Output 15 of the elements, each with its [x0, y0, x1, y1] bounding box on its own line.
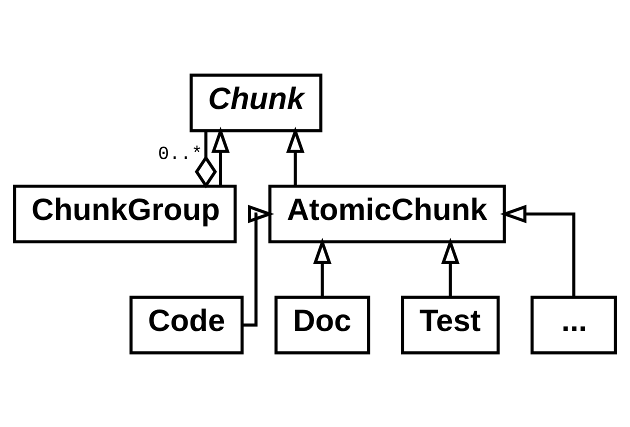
node-box: AtomicChunk	[268, 184, 506, 243]
edge-label: 0..*	[158, 144, 202, 165]
arrow	[286, 126, 305, 186]
node-box: Doc	[274, 295, 370, 354]
node-box: ...	[530, 295, 617, 354]
arrow	[441, 237, 460, 297]
arrow	[313, 237, 332, 297]
arrow	[211, 126, 230, 186]
node-box: Test	[401, 295, 500, 354]
connector	[194, 130, 217, 188]
node-box: Chunk	[190, 73, 322, 132]
arrow	[500, 204, 576, 297]
arrow	[242, 204, 274, 326]
node-box: Code	[130, 295, 244, 354]
node-box: ChunkGroup	[13, 184, 237, 243]
